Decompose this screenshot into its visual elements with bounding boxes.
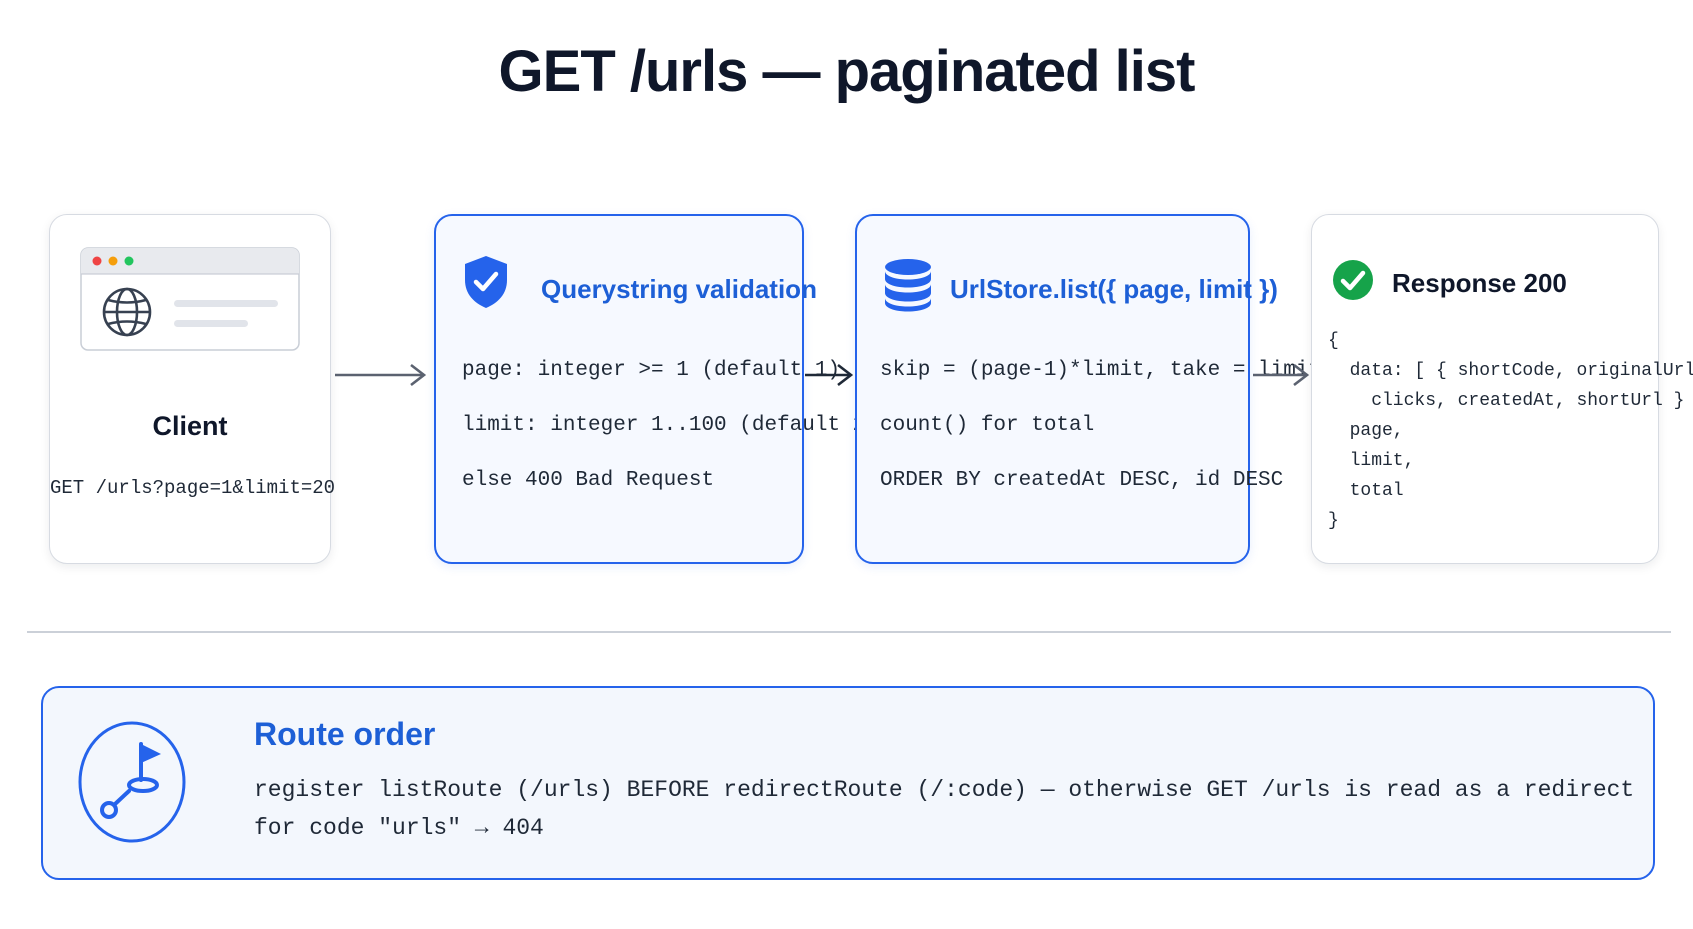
validation-title: Querystring validation <box>541 274 817 304</box>
url-store-title: UrlStore.list({ page, limit }) <box>950 274 1278 304</box>
database-icon <box>883 258 933 312</box>
route-order-text: for code "urls" → 404 <box>254 815 544 841</box>
arrow-right-icon <box>335 363 427 387</box>
validation-line: limit: integer 1..100 (default 20) <box>462 414 891 437</box>
client-card: Client GET /urls?page=1&limit=20 <box>49 214 336 564</box>
response-title: Response 200 <box>1392 268 1567 298</box>
url-store-card: UrlStore.list({ page, limit }) skip = (p… <box>855 214 1321 564</box>
page-title: GET /urls — paginated list <box>498 39 1196 104</box>
url-store-line: count() for total <box>880 414 1095 437</box>
response-card: Response 200 { data: [ { shortCode, orig… <box>1311 214 1693 564</box>
url-store-line: ORDER BY createdAt DESC, id DESC <box>880 469 1284 492</box>
validation-line: page: integer >= 1 (default 1) <box>462 359 841 382</box>
response-body-line: total <box>1328 481 1404 501</box>
validation-card: Querystring validation page: integer >= … <box>434 214 890 564</box>
arrow-right-icon <box>1253 363 1310 387</box>
route-order-title: Route order <box>254 716 436 752</box>
route-flag-icon <box>77 720 187 844</box>
check-circle-icon <box>1332 259 1374 301</box>
response-body-line: } <box>1328 511 1339 531</box>
arrow-right-icon <box>805 363 854 387</box>
shield-check-icon <box>462 254 510 310</box>
section-divider <box>27 631 1671 633</box>
client-title: Client <box>152 411 228 441</box>
route-order-text: register listRoute (/urls) BEFORE redire… <box>254 777 1635 803</box>
browser-window-icon <box>80 247 300 351</box>
response-body-line: data: [ { shortCode, originalUrl, <box>1328 361 1693 381</box>
route-order-box <box>41 686 1655 880</box>
response-body-line: { <box>1328 331 1339 351</box>
client-request: GET /urls?page=1&limit=20 <box>50 477 336 499</box>
response-body-line: page, <box>1328 421 1404 441</box>
response-body-line: clicks, createdAt, shortUrl } ], <box>1328 391 1693 411</box>
url-store-line: skip = (page-1)*limit, take = limit <box>880 359 1322 382</box>
response-body-line: limit, <box>1328 451 1415 471</box>
validation-line: else 400 Bad Request <box>462 469 715 492</box>
